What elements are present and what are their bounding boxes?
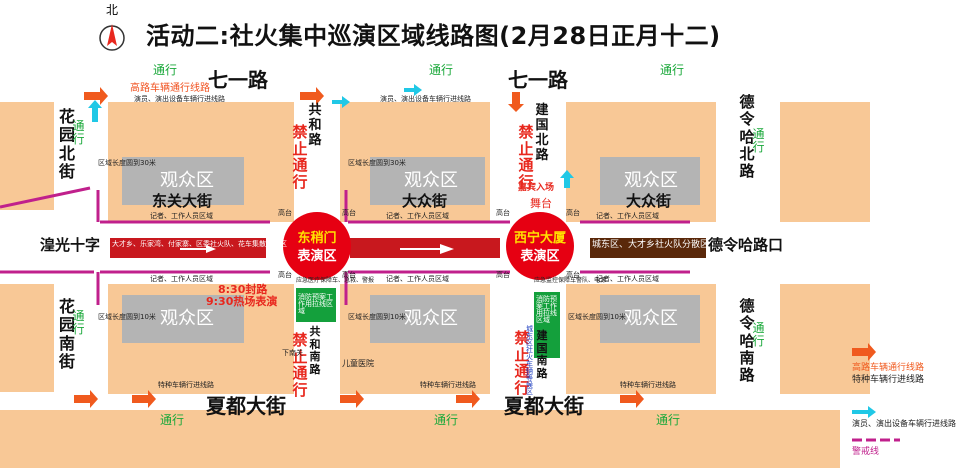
reporter-area: 记者、工作人员区域: [596, 275, 659, 283]
compass-label: 北: [106, 3, 119, 17]
work-area-note-2: 消防预案工作用拉线区域: [536, 295, 557, 324]
high-road-label: 高路车辆通行线路: [130, 83, 210, 94]
seat-label: 高台: [278, 271, 292, 279]
seat-label: 高台: [496, 271, 510, 279]
open-label: 通行: [429, 63, 454, 77]
seat-label: 高台: [278, 209, 292, 217]
hospital: 儿童医院: [342, 359, 374, 368]
police-lines: [0, 186, 690, 305]
fence-length: 区域长度圆到10米: [568, 313, 626, 321]
audience-area: 观众区: [624, 308, 678, 329]
reporter-area: 记者、工作人员区域: [150, 275, 213, 283]
road-xiadu-east: 夏都大街: [504, 394, 584, 418]
reporter-area: 记者、工作人员区域: [386, 212, 449, 220]
work-area-note: 消防预案工作用拉线区域: [298, 293, 333, 315]
audience-area: 观众区: [160, 308, 214, 329]
legend-actor: 演员、演出设备车辆行进线路: [852, 419, 956, 428]
special-route-label: 特种车辆行进线路: [158, 381, 214, 389]
xining-stage: [506, 212, 574, 280]
xining-sub: 表演区: [520, 249, 560, 264]
road-qiyi-east: 七一路: [508, 68, 568, 92]
seat-label: 高台: [566, 271, 580, 279]
audience-area: 观众区: [404, 170, 458, 191]
place-delingha-kou: 德令哈路口: [708, 236, 784, 254]
road-dongguan: 东关大街: [152, 192, 213, 210]
seat-label: 高台: [342, 271, 356, 279]
compass-icon: [99, 24, 125, 51]
road-dazhong-east: 大众街: [626, 192, 672, 210]
fence-length: 区域长度圆到10米: [98, 313, 156, 321]
road-xiadu-west: 夏都大街: [206, 394, 286, 418]
no-pass-gonghe: 禁止通行: [292, 123, 308, 191]
special-route-label: 特种车辆行进线路: [620, 381, 676, 389]
reporter-area: 记者、工作人员区域: [386, 275, 449, 283]
open-label: 通行: [160, 413, 185, 427]
open-label: 通行: [660, 63, 685, 77]
emergency-note: 应急医疗保障车、急救、警报: [296, 277, 375, 284]
road-delingha-north: 德令哈北路: [739, 93, 755, 180]
road-huayuan-south: 花园南街: [58, 297, 75, 372]
road-huayuan-north: 花园北街: [58, 107, 75, 182]
road-gonghe: 共和路: [308, 103, 322, 148]
road-jianguo-north: 建国北路: [535, 103, 549, 163]
open-label: 通行: [752, 127, 765, 155]
road-gonghe-south: 共和南路: [309, 325, 321, 376]
open-label: 通行: [434, 413, 459, 427]
seat-label: 高台: [342, 209, 356, 217]
road-jianguo-south: 建国南路: [536, 329, 548, 380]
actor-route-label: 演员、演出设备车辆行进线路: [134, 95, 225, 103]
audience-areas: [122, 157, 700, 343]
legend-high-road: 高路车辆通行线路: [852, 363, 925, 373]
emergency-note-2: 应急监控保障车警队、电源: [534, 277, 607, 284]
xiananguan: 下南关: [282, 349, 303, 357]
dongshaomen-sub: 表演区: [297, 249, 337, 264]
warmup-time: 9:30热场表演: [206, 295, 278, 308]
work-area-east: [534, 292, 560, 358]
dongshaomen-stage: [283, 212, 351, 280]
reporter-area: 记者、工作人员区域: [150, 212, 213, 220]
open-label: 通行: [72, 309, 85, 337]
groups-note: 大才乡、乐家湾、付家寨、区委社火队、花车集散行进区: [112, 240, 287, 248]
stage-label: 舞台: [530, 197, 552, 210]
open-label: 通行: [153, 63, 178, 77]
audience-area: 观众区: [404, 308, 458, 329]
closure-time: 8:30封路: [218, 283, 268, 296]
actor-route-label: 演员、演出设备车辆行进线路: [380, 95, 471, 103]
xining-name: 西宁大厦: [513, 231, 566, 246]
open-label: 通行: [656, 413, 681, 427]
fence-length: 区域长度圆到10米: [348, 313, 406, 321]
audience-area: 观众区: [624, 170, 678, 191]
audience-area: 观众区: [160, 170, 214, 191]
no-pass-jianguo-south: 禁止通行: [514, 329, 530, 397]
special-route-label: 特种车辆行进线路: [420, 381, 476, 389]
chengdong-car-area: 城东区社火车辆等候区: [526, 325, 533, 396]
dispersal-band: [590, 238, 706, 258]
reporter-area: 记者、工作人员区域: [596, 212, 659, 220]
orange-arrows: [74, 87, 876, 408]
no-pass-jianguo: 禁止通行: [518, 123, 534, 191]
open-label: 通行: [752, 321, 765, 349]
work-area-west: [296, 288, 336, 322]
road-delingha-south: 德令哈南路: [739, 297, 755, 384]
page-title: 活动二:社火集中巡演区域线路图(2月28日正月十二): [146, 22, 721, 50]
vip-entry: 嘉宾入场: [518, 183, 555, 193]
cyan-arrows: [88, 84, 876, 418]
road-qiyi-west: 七一路: [208, 68, 268, 92]
dongshaomen-name: 东稍门: [297, 231, 337, 246]
open-label: 通行: [72, 119, 85, 147]
fence-length: 区域长度圆到30米: [98, 159, 156, 167]
legend-police: 警戒线: [852, 447, 880, 457]
seat-label: 高台: [496, 209, 510, 217]
no-pass-gonghe-south: 禁止通行: [292, 331, 308, 399]
road-dazhong-mid: 大众街: [402, 192, 448, 210]
place-huangguang: 湟光十字: [40, 236, 101, 254]
fence-length: 区域长度圆到30米: [348, 159, 406, 167]
seat-label: 高台: [566, 209, 580, 217]
chengdong-note: 城东区、大才乡社火队分散区: [592, 240, 710, 250]
legend-special: 特种车辆行进线路: [852, 375, 925, 385]
